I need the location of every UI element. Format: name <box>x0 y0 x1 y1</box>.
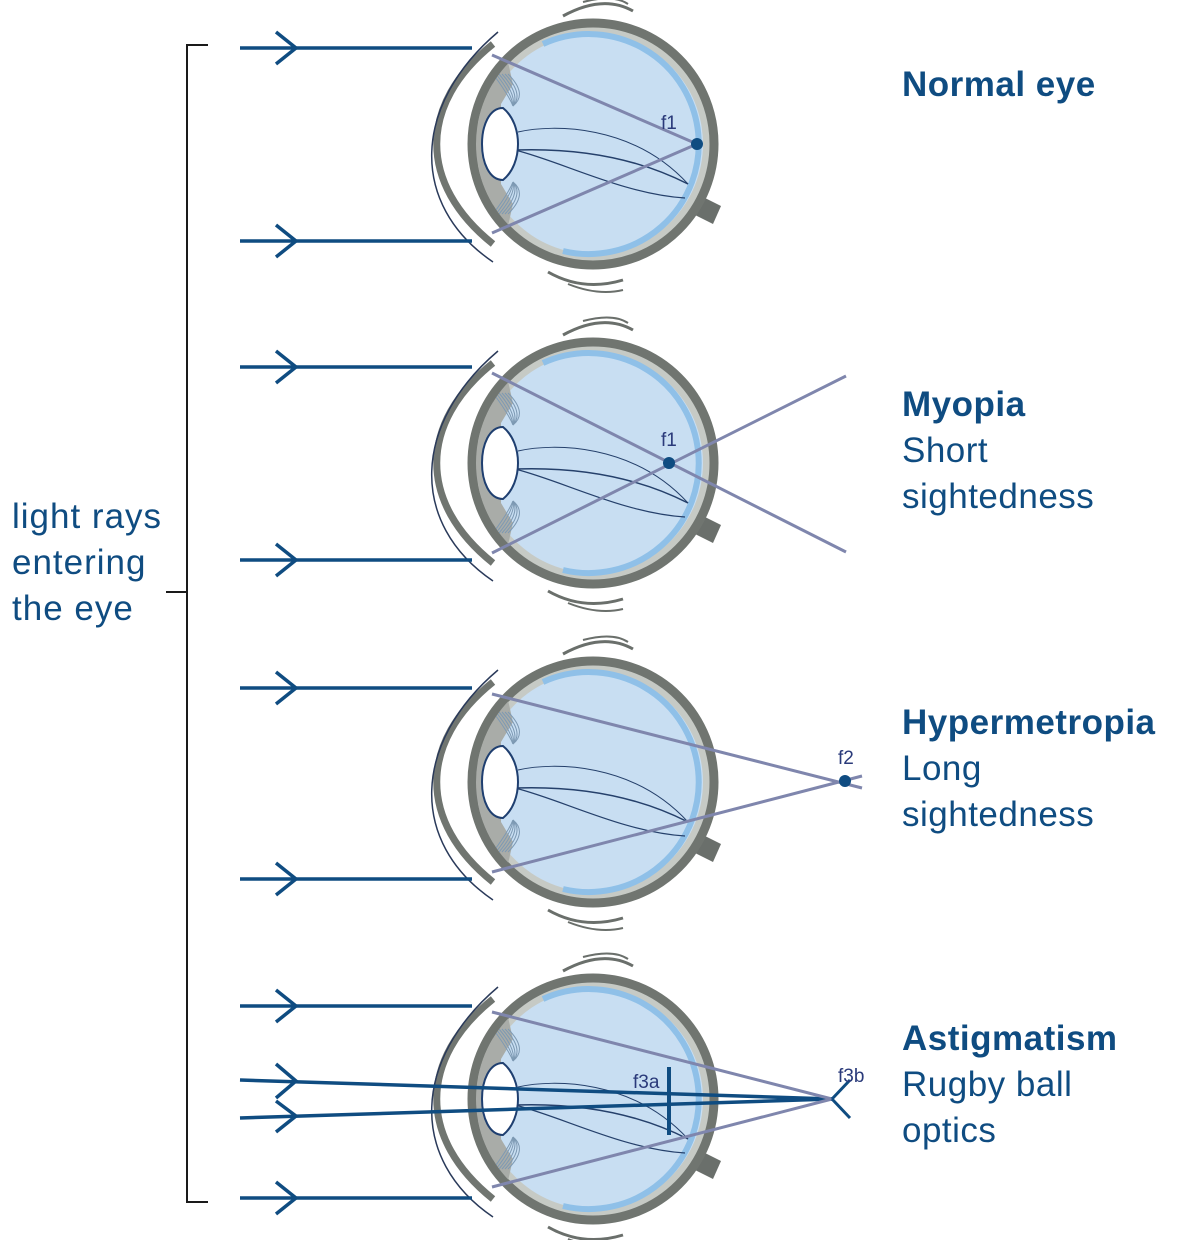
focal-point-label: f3a <box>633 1072 660 1093</box>
eye <box>432 317 721 611</box>
lower-eyelash <box>548 1227 623 1240</box>
panel-title: Astigmatism <box>902 1016 1118 1062</box>
panel-subtitle-line-1: Short <box>902 428 1094 474</box>
bracket-label-line-1: light rays <box>12 494 182 540</box>
eye <box>432 0 721 292</box>
eyes-group <box>432 0 721 1240</box>
panel-hypermetropia-title-block: Hypermetropia Long sightedness <box>902 700 1156 838</box>
panel-myopia-title-block: Myopia Short sightedness <box>902 382 1094 520</box>
focal-line-f3b <box>832 1099 850 1118</box>
focal-point-label: f1 <box>661 113 677 134</box>
upper-eyelash <box>563 959 633 971</box>
lower-eyelash <box>548 591 623 604</box>
lower-eyelash <box>548 910 623 923</box>
focal-point-label: f3b <box>838 1066 864 1087</box>
eye <box>432 636 721 930</box>
lower-eyelash <box>548 272 623 285</box>
focal-point <box>839 775 851 787</box>
focal-point-label: f2 <box>838 748 854 769</box>
bracket-label-line-3: the eye <box>12 586 182 632</box>
focal-point-label: f1 <box>661 430 677 451</box>
panel-title: Myopia <box>902 382 1094 428</box>
focal-point <box>691 138 703 150</box>
panel-subtitle-line-2: sightedness <box>902 474 1094 520</box>
upper-eyelash <box>563 323 633 335</box>
eye <box>432 953 721 1240</box>
lens <box>482 746 518 818</box>
bracket-label-line-2: entering <box>12 540 182 586</box>
lens <box>482 1063 518 1135</box>
lens <box>482 427 518 499</box>
focal-point <box>663 457 675 469</box>
light-rays-label: light rays entering the eye <box>12 494 182 632</box>
panel-title: Normal eye <box>902 62 1096 108</box>
upper-eyelash <box>563 642 633 654</box>
panel-subtitle-line-1: Long <box>902 746 1156 792</box>
panel-subtitle-line-1: Rugby ball <box>902 1062 1118 1108</box>
panel-subtitle-line-2: optics <box>902 1108 1118 1154</box>
lens <box>482 108 518 180</box>
upper-eyelash <box>563 4 633 16</box>
panel-title: Hypermetropia <box>902 700 1156 746</box>
panel-subtitle-line-2: sightedness <box>902 792 1156 838</box>
panel-astigmatism-title-block: Astigmatism Rugby ball optics <box>902 1016 1118 1154</box>
panel-normal-eye-title-block: Normal eye <box>902 62 1096 108</box>
